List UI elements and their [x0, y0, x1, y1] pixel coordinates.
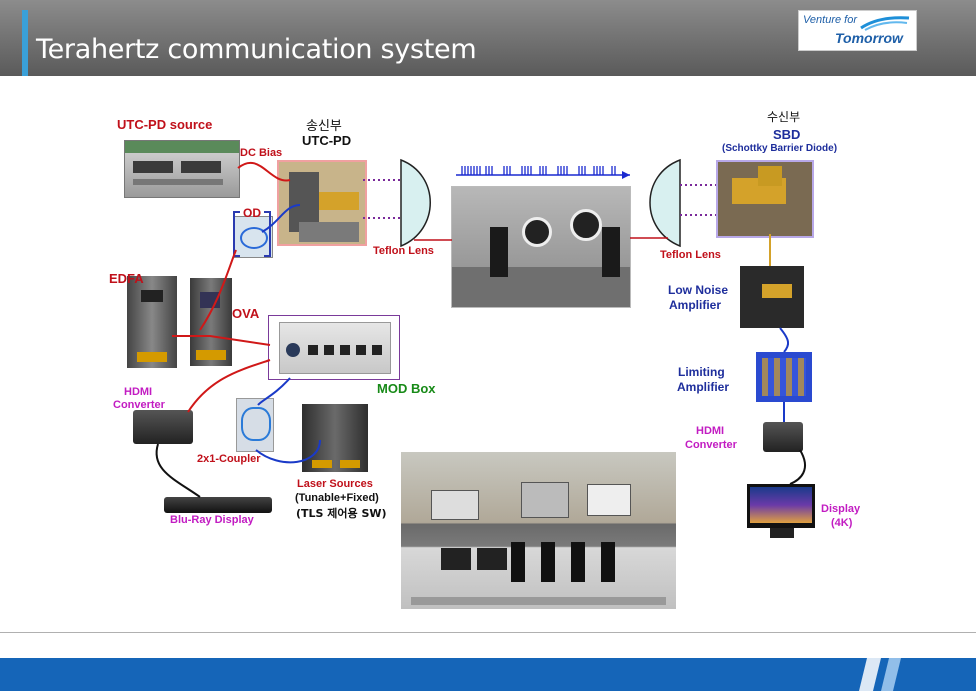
label-dc-bias: DC Bias	[240, 147, 283, 159]
label-sbd: SBD	[773, 127, 801, 142]
edfa-photo	[127, 276, 177, 368]
label-lim-line1: Limiting	[678, 365, 725, 379]
label-rx-korean: 수신부	[767, 110, 801, 124]
dc-bias-cable	[237, 161, 291, 182]
label-hdmi-left-line2: Converter	[113, 399, 165, 411]
hdmi-bluray-cable	[155, 443, 201, 498]
label-sbd-full: (Schottky Barrier Diode)	[722, 143, 838, 154]
label-coupler: 2x1-Coupler	[197, 453, 261, 465]
label-lim-line2: Amplifier	[677, 380, 730, 394]
label-display-line2: (4K)	[831, 517, 853, 529]
label-lna-line2: Amplifier	[669, 298, 722, 312]
od-fiber	[261, 204, 301, 233]
label-od: OD	[243, 206, 261, 220]
utc-pd-photo	[277, 160, 367, 246]
bluray-player-photo	[164, 497, 272, 513]
hdmi-display-cable	[789, 449, 806, 485]
teflon-lens-right	[649, 158, 681, 248]
optical-bench-photo	[451, 186, 631, 308]
sbd-photo	[716, 160, 814, 238]
label-utc-pd-source: UTC-PD source	[117, 117, 213, 132]
od-bracket	[233, 211, 271, 257]
ova-photo	[190, 278, 232, 366]
logo-line1: Venture for	[803, 14, 858, 26]
label-tx-utc-pd: UTC-PD	[302, 133, 352, 148]
label-edfa: EDFA	[109, 271, 144, 286]
laser-sources-photo	[302, 404, 368, 472]
coupler-laser-fiber	[255, 439, 321, 464]
hdmi-converter-left-photo	[133, 410, 193, 444]
footer-stripes-icon	[859, 658, 901, 691]
label-lna-line1: Low Noise	[668, 283, 729, 297]
display-4k-stand	[770, 528, 794, 538]
teflon-lens-left	[400, 158, 431, 248]
label-hdmi-right-line1: HDMI	[696, 425, 725, 437]
edfa-od-cable	[199, 249, 237, 331]
label-teflon-lens-left: Teflon Lens	[373, 245, 434, 257]
label-laser-line1: Laser Sources	[297, 478, 373, 490]
lna-photo	[740, 266, 804, 328]
label-laser-line3: (TLS 제어용 SW)	[296, 507, 387, 520]
logo-line2: Tomorrow	[835, 30, 903, 46]
slide-title: Terahertz communication system	[36, 34, 477, 65]
label-bluray: Blu-Ray Display	[170, 514, 254, 526]
label-display-line1: Display	[821, 503, 861, 515]
mod-coupler-fiber	[257, 377, 291, 406]
logo-swoosh-icon	[860, 16, 910, 31]
thz-signal-icon	[456, 166, 630, 179]
title-accent-bar	[22, 10, 28, 76]
label-hdmi-right-line2: Converter	[685, 439, 737, 451]
coupler-photo	[236, 398, 274, 452]
od-photo	[233, 216, 273, 258]
lab-setup-photo	[401, 452, 676, 609]
footer-bar	[0, 658, 976, 691]
limiting-amp-photo	[756, 352, 812, 402]
label-ova: OVA	[232, 306, 260, 321]
footer-divider	[0, 632, 976, 633]
utc-pd-source-photo	[124, 140, 240, 198]
label-teflon-lens-right: Teflon Lens	[660, 249, 721, 261]
mod-box-photo	[268, 315, 400, 380]
ova-mod-cable	[172, 335, 271, 346]
label-laser-line2: (Tunable+Fixed)	[295, 492, 379, 504]
label-tx-korean: 송신부	[306, 119, 342, 134]
label-mod-box: MOD Box	[377, 381, 436, 396]
lna-lim-cable	[779, 327, 790, 353]
display-4k-photo	[747, 484, 815, 528]
hdmi-converter-right-photo	[763, 422, 803, 452]
company-logo: Venture for Tomorrow	[798, 10, 917, 51]
mod-hdmi-cable	[187, 359, 271, 413]
label-hdmi-left-line1: HDMI	[124, 386, 153, 398]
